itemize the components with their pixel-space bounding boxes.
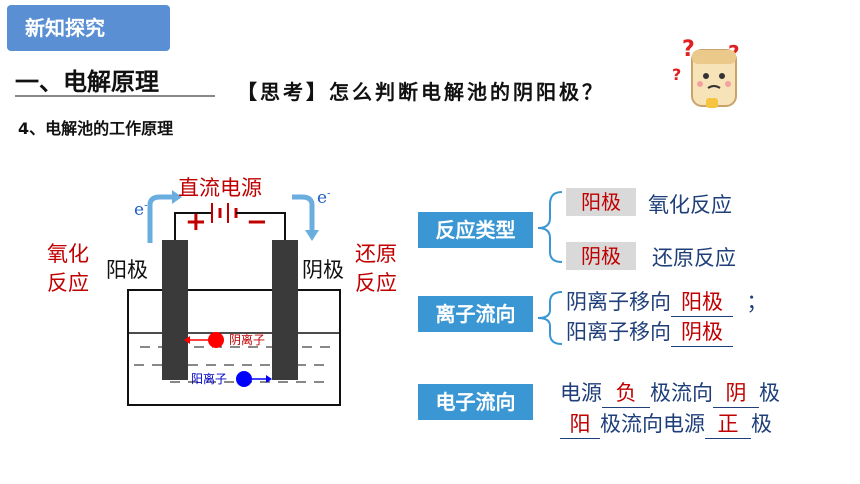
minus-sign: − [246, 207, 268, 237]
reduction-label-1: 还原 [355, 242, 397, 266]
electron-flow-line-1: 电源负极流向阴极 [560, 377, 780, 408]
subsection-title: 4、电解池的工作原理 [18, 119, 174, 138]
electron-label-right: e- [317, 188, 331, 208]
oxidation-label-2: 反应 [47, 271, 89, 295]
electron-flow-line-2: 阳极流向电源正极 [560, 408, 772, 439]
electron-flow-label: 电子流向 [418, 384, 533, 420]
ion-flow-label: 离子流向 [418, 296, 533, 332]
ion-flow-line-1: 阴离子移向阳极 ； [566, 286, 767, 317]
plus-sign: + [185, 207, 207, 237]
reaction-type-label: 反应类型 [418, 212, 533, 248]
cation-dot-icon [236, 371, 252, 387]
anion-label: 阴离子 [229, 333, 266, 347]
reaction-reduction: 还原反应 [652, 246, 736, 270]
anion-dot-icon [208, 332, 224, 348]
ion-flow-line-2: 阳离子移向阴极 [566, 316, 733, 347]
section-tag: 新知探究 [7, 5, 170, 51]
cathode-label: 阴极 [302, 258, 344, 282]
svg-text:?: ? [672, 65, 681, 84]
electron-label-left: e- [134, 200, 148, 220]
title-underline [15, 95, 215, 97]
reduction-label-2: 反应 [355, 271, 397, 295]
ion-flow-brace [537, 291, 563, 345]
reaction-oxidation: 氧化反应 [648, 193, 732, 217]
section-title: 一、电解原理 [15, 68, 159, 96]
reaction-pole-cathode: 阴极 [566, 242, 636, 270]
power-source-label: 直流电源 [178, 176, 262, 200]
oxidation-label-1: 氧化 [47, 242, 89, 266]
question-text: 【思考】怎么判断电解池的阴阳极？ [237, 80, 605, 104]
anode-label: 阳极 [106, 258, 148, 282]
svg-text:?: ? [682, 37, 695, 62]
electrolysis-diagram [127, 190, 341, 406]
reaction-type-brace [537, 191, 563, 263]
cation-label: 阳离子 [191, 372, 228, 386]
thinking-mascot-icon: ? ? ? [672, 37, 740, 108]
reaction-pole-anode: 阳极 [566, 188, 636, 216]
